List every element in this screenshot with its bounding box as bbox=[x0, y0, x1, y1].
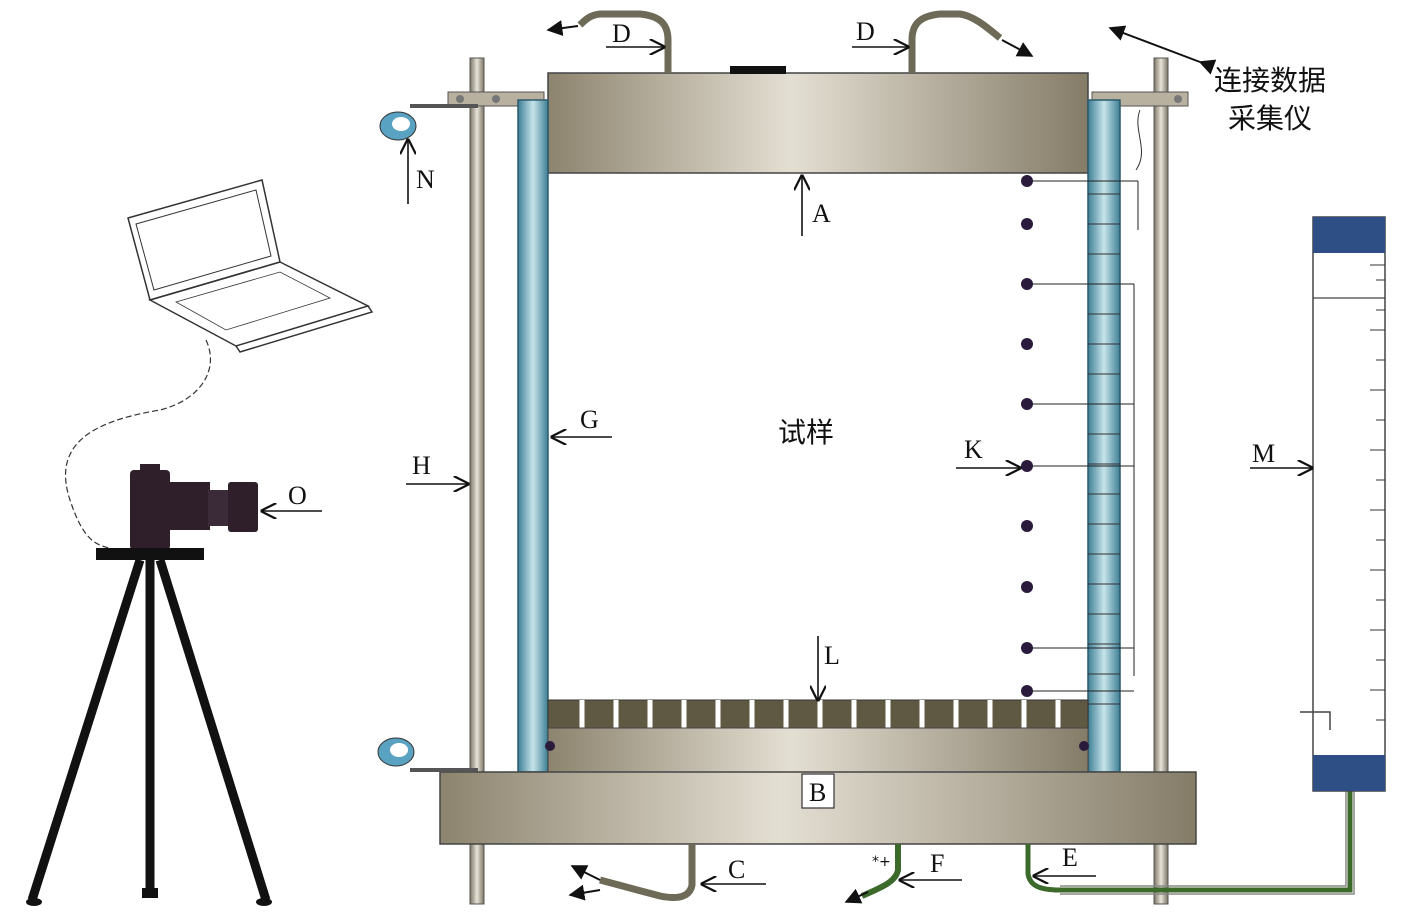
label-D-left: D bbox=[612, 19, 631, 48]
bracket-bolt bbox=[492, 95, 500, 103]
flow-arrow bbox=[844, 888, 869, 904]
label-G: G bbox=[580, 405, 599, 434]
drain-tube-top-right bbox=[908, 10, 1003, 73]
tripod bbox=[26, 548, 272, 906]
camera bbox=[130, 464, 258, 550]
data-logger-label-line2: 采集仪 bbox=[1228, 102, 1312, 135]
connecting-tube-outline bbox=[1060, 750, 1355, 895]
label-E: E bbox=[1062, 843, 1078, 872]
confining-column-left bbox=[517, 99, 549, 773]
sensor-dot bbox=[1021, 338, 1033, 350]
valve-symbol: *+ bbox=[872, 854, 891, 870]
label-L: L bbox=[824, 641, 840, 670]
drain-tube-top-left bbox=[577, 10, 672, 73]
sensor-dot bbox=[1021, 685, 1033, 697]
label-C: C bbox=[728, 855, 745, 884]
sensor-dot bbox=[1021, 278, 1033, 290]
dial-gauge-top bbox=[379, 104, 478, 141]
data-logger-label-line1: 连接数据 bbox=[1214, 64, 1326, 97]
top-plate bbox=[547, 72, 1089, 174]
sensor-dot bbox=[1021, 581, 1033, 593]
sensor-dot bbox=[1021, 520, 1033, 532]
confining-column-right bbox=[1087, 99, 1121, 773]
tie-rod-left bbox=[469, 57, 485, 905]
column-markings bbox=[1088, 193, 1120, 705]
sensor-dot bbox=[1021, 218, 1033, 230]
sensor-dot bbox=[1021, 460, 1033, 472]
dial-gauge-bottom bbox=[377, 737, 478, 772]
seal-ring bbox=[545, 741, 555, 751]
bottom-pedestal bbox=[547, 727, 1089, 775]
seal-ring bbox=[1079, 741, 1089, 751]
sample-label: 试样 bbox=[778, 416, 834, 449]
drain-tube-bottom bbox=[599, 844, 696, 902]
sensor-dot bbox=[1021, 398, 1033, 410]
data-logger-arrow bbox=[1108, 25, 1217, 75]
label-M: M bbox=[1252, 439, 1275, 468]
bracket-bolt bbox=[456, 95, 464, 103]
sensor-dot bbox=[1021, 175, 1033, 187]
valve-tube bbox=[860, 844, 901, 899]
label-B: B bbox=[809, 778, 826, 807]
flow-arrow bbox=[568, 884, 601, 901]
label-A: A bbox=[812, 199, 831, 228]
camera-cable bbox=[64, 339, 211, 549]
bracket-bolt bbox=[1174, 95, 1182, 103]
flow-arrow bbox=[1001, 39, 1034, 57]
flow-arrow bbox=[570, 865, 601, 881]
connecting-tube bbox=[1025, 750, 1353, 893]
sensor-cable bbox=[1135, 109, 1142, 171]
top-plate-fitting bbox=[730, 66, 786, 74]
label-N: N bbox=[416, 165, 435, 194]
label-B-box bbox=[801, 773, 835, 809]
standpipe-gauge bbox=[1300, 216, 1386, 792]
porous-stone-layer bbox=[547, 699, 1089, 731]
sensor-column bbox=[1021, 175, 1139, 697]
flow-arrow bbox=[546, 20, 579, 37]
label-F: F bbox=[930, 849, 944, 878]
label-D-right: D bbox=[856, 17, 875, 46]
laptop bbox=[127, 179, 374, 353]
label-H: H bbox=[412, 451, 431, 480]
sensor-dot bbox=[1021, 642, 1033, 654]
label-K: K bbox=[964, 435, 983, 464]
label-O: O bbox=[288, 481, 307, 510]
